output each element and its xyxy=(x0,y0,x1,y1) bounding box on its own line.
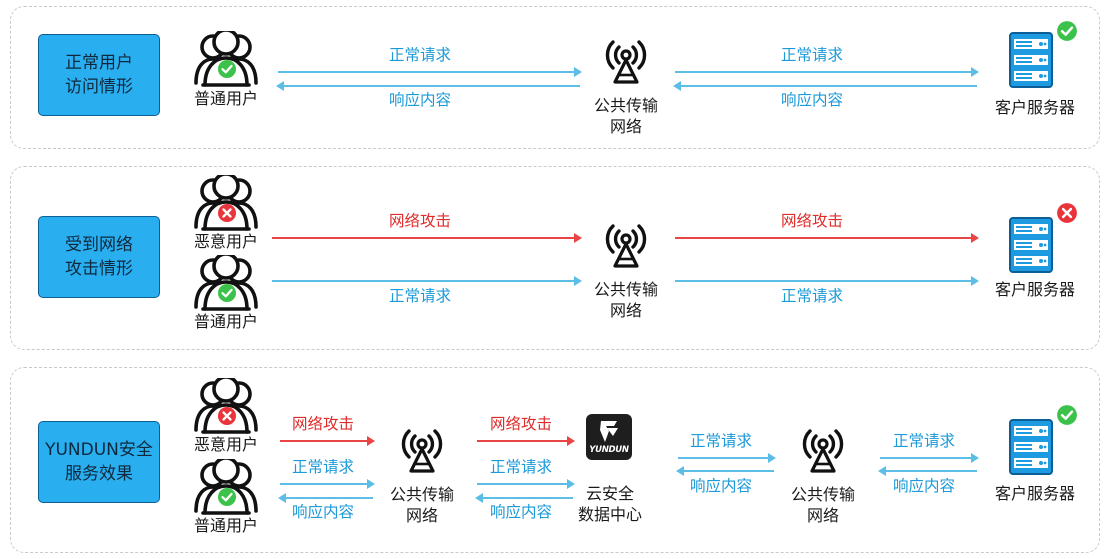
customer-server-label: 客户服务器 xyxy=(994,484,1075,503)
attack-label: 网络攻击 xyxy=(489,415,552,433)
response-label: 响应内容 xyxy=(291,503,354,521)
malicious-user-label: 恶意用户 xyxy=(193,232,258,251)
request-arrow xyxy=(880,453,979,463)
antenna-icon xyxy=(801,424,845,474)
ok-badge-icon xyxy=(1056,20,1078,42)
request-arrow xyxy=(280,479,375,489)
attack-label: 网络攻击 xyxy=(780,212,843,230)
public-network-label: 公共传输 网络 xyxy=(593,280,658,320)
ok-badge-icon xyxy=(217,59,237,79)
cloud-security-center-label: 云安全 数据中心 xyxy=(577,484,642,524)
attack-label: 网络攻击 xyxy=(388,212,451,230)
normal-user-label: 普通用户 xyxy=(193,89,258,108)
response-label: 响应内容 xyxy=(489,503,552,521)
request-label: 正常请求 xyxy=(780,46,843,64)
response-arrow xyxy=(676,466,774,476)
scenario-label-yundun: YUNDUN安全 服务效果 xyxy=(38,421,160,503)
attack-arrow xyxy=(675,233,979,243)
panel-under-attack xyxy=(10,166,1100,350)
normal-user-label: 普通用户 xyxy=(193,516,258,535)
antenna-icon xyxy=(400,424,444,474)
attack-arrow xyxy=(272,233,582,243)
request-arrow xyxy=(678,453,776,463)
scenario-label-attack: 受到网络 攻击情形 xyxy=(38,216,160,298)
response-arrow xyxy=(278,493,373,503)
request-label: 正常请求 xyxy=(291,458,354,476)
response-arrow xyxy=(475,493,573,503)
attack-arrow xyxy=(280,436,375,446)
request-arrow xyxy=(272,276,582,286)
yundun-logo-text: YUNDUN xyxy=(589,445,629,455)
ok-badge-icon xyxy=(1056,404,1078,426)
public-network-label: 公共传输 网络 xyxy=(389,485,454,525)
response-arrow xyxy=(878,466,977,476)
customer-server-label: 客户服务器 xyxy=(994,98,1075,117)
request-label: 正常请求 xyxy=(892,432,955,450)
attack-label: 网络攻击 xyxy=(291,415,354,433)
error-badge-icon xyxy=(217,406,237,426)
request-label: 正常请求 xyxy=(489,458,552,476)
error-badge-icon xyxy=(217,203,237,223)
request-label: 正常请求 xyxy=(388,46,451,64)
scenario-label-normal: 正常用户 访问情形 xyxy=(38,34,160,116)
request-arrow xyxy=(477,479,575,489)
antenna-icon xyxy=(604,35,648,85)
response-label: 响应内容 xyxy=(780,91,843,109)
server-icon xyxy=(1008,216,1054,274)
customer-server-label: 客户服务器 xyxy=(994,280,1075,299)
error-badge-icon xyxy=(1056,202,1078,224)
yundun-logo: YUNDUN xyxy=(586,414,632,460)
panel-normal-access xyxy=(10,6,1100,149)
panel-yundun-protection xyxy=(10,367,1100,553)
request-label: 正常请求 xyxy=(780,287,843,305)
request-arrow xyxy=(278,67,582,77)
response-arrow xyxy=(276,81,580,91)
server-icon xyxy=(1008,418,1054,476)
request-arrow xyxy=(675,276,979,286)
public-network-label: 公共传输 网络 xyxy=(790,485,855,525)
response-arrow xyxy=(673,81,977,91)
request-label: 正常请求 xyxy=(388,287,451,305)
response-label: 响应内容 xyxy=(689,477,752,495)
ok-badge-icon xyxy=(217,487,237,507)
antenna-icon xyxy=(604,219,648,269)
normal-user-label: 普通用户 xyxy=(193,312,258,331)
request-label: 正常请求 xyxy=(689,432,752,450)
malicious-user-label: 恶意用户 xyxy=(193,435,258,454)
response-label: 响应内容 xyxy=(388,91,451,109)
request-arrow xyxy=(675,67,979,77)
public-network-label: 公共传输 网络 xyxy=(593,96,658,136)
attack-arrow xyxy=(477,436,575,446)
ok-badge-icon xyxy=(217,283,237,303)
response-label: 响应内容 xyxy=(892,477,955,495)
shield-icon xyxy=(600,421,618,442)
server-icon xyxy=(1008,31,1054,89)
